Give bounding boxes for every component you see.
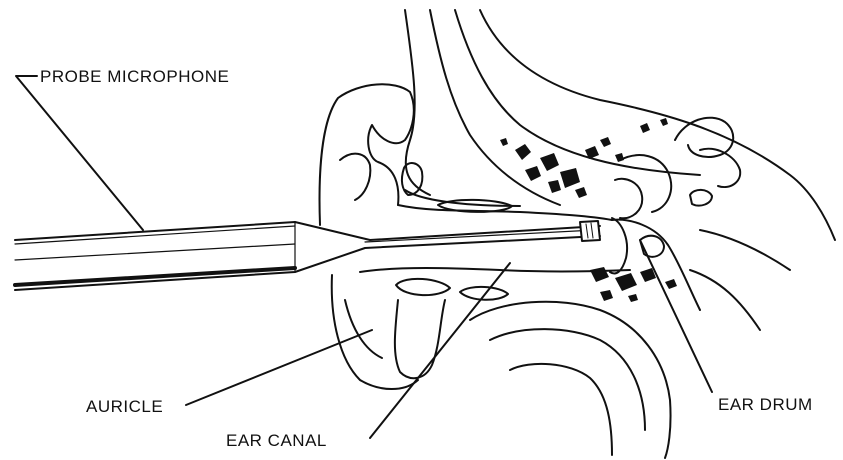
skull-contours	[405, 10, 835, 240]
mastoid-air-cells	[500, 118, 677, 302]
ear-drum-label: EAR DRUM	[718, 396, 813, 413]
ear-drum-leader-line	[640, 240, 712, 392]
auricle-label: AURICLE	[86, 398, 163, 415]
probe-microphone-label: PROBE MICROPHONE	[40, 68, 229, 85]
auricle-leader-line	[186, 330, 372, 405]
ear-drum-shape	[610, 218, 627, 273]
ear-canal-label: EAR CANAL	[226, 432, 327, 449]
leader-lines	[16, 76, 712, 438]
probe-leader-line	[16, 76, 143, 230]
auricle-shape	[320, 84, 418, 389]
probe-microphone-instrument	[15, 221, 600, 290]
ear-canal-leader-line	[370, 263, 510, 438]
